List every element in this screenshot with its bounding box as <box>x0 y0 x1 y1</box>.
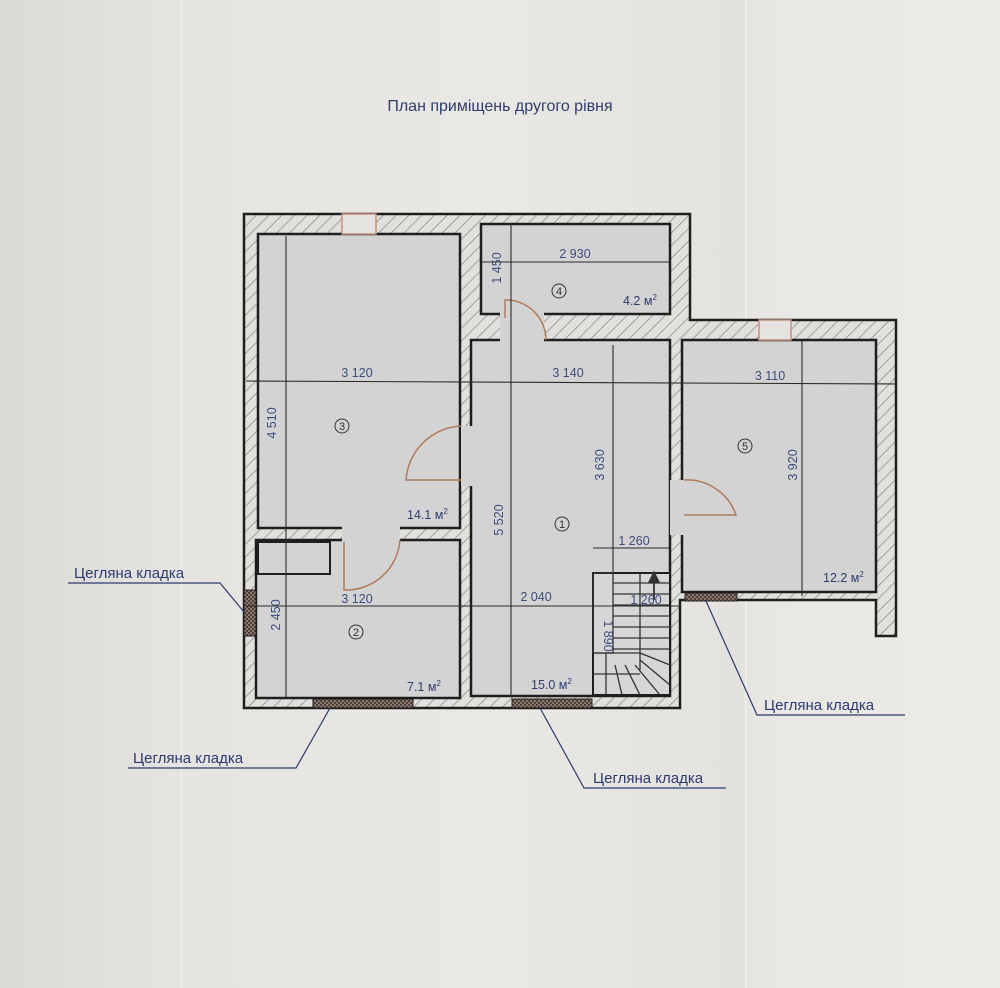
callout-brick-right: Цегляна кладка <box>764 697 875 714</box>
dim-room1-height: 5 520 <box>492 504 506 535</box>
room-area-5: 12.2 м2 <box>823 570 864 585</box>
closet <box>257 541 331 575</box>
dim-stair-inner: 1 260 <box>630 593 661 607</box>
dim-room3-height: 4 510 <box>265 407 279 438</box>
room-floors <box>254 222 878 700</box>
staircase <box>592 570 671 696</box>
callout-brick-left: Цегляна кладка <box>74 565 185 582</box>
dimension-lines <box>245 224 897 698</box>
dim-room5-width: 3 110 <box>755 369 785 383</box>
room-number-3: 3 <box>339 421 345 433</box>
callout-leaders <box>68 582 905 789</box>
dim-room1-upper-height: 3 630 <box>593 449 607 480</box>
room-number-4: 4 <box>556 286 562 298</box>
windows <box>341 213 792 341</box>
dim-room1-lower-width: 2 040 <box>520 590 551 604</box>
dim-room5-height: 3 920 <box>786 449 800 480</box>
dim-room2-height: 2 450 <box>269 599 283 630</box>
dim-stair-width: 1 260 <box>618 534 649 548</box>
room-number-5: 5 <box>742 441 748 453</box>
brick-masonry <box>243 589 738 709</box>
room-area-2: 7.1 м2 <box>407 679 441 694</box>
dim-stair-length: 1 890 <box>601 620 615 651</box>
dim-room2-width: 3 120 <box>341 592 372 606</box>
room-area-3: 14.1 м2 <box>407 507 448 522</box>
callout-brick-bottom-left: Цегляна кладка <box>133 750 244 767</box>
page-title: План приміщень другого рівня <box>387 98 613 115</box>
door-swings <box>343 299 738 591</box>
dim-room4-height: 1 450 <box>490 252 504 283</box>
room-area-4: 4.2 м2 <box>623 293 657 308</box>
dim-room3-width: 3 120 <box>341 366 372 380</box>
dim-room1-width: 3 140 <box>552 366 583 380</box>
dim-room4-width: 2 930 <box>559 247 590 261</box>
room-numbers <box>334 283 753 640</box>
paper-fold <box>180 0 182 988</box>
door-openings <box>342 312 684 542</box>
room-number-1: 1 <box>559 519 565 531</box>
room-number-2: 2 <box>353 627 359 639</box>
room-area-1: 15.0 м2 <box>531 677 572 692</box>
callout-brick-bottom-center: Цегляна кладка <box>593 770 704 787</box>
